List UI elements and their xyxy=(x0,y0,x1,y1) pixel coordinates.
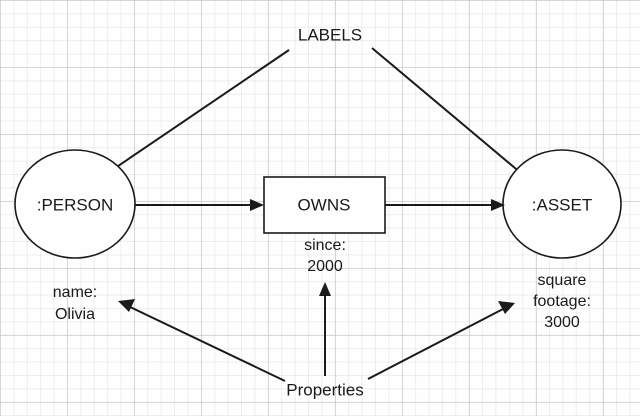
property-person-name-key: name: xyxy=(53,284,97,301)
labels-heading: LABELS xyxy=(298,25,362,44)
edge-properties-to-footage-line xyxy=(367,307,506,380)
edge-properties-to-name-arrowhead xyxy=(118,299,135,312)
edge-properties-to-name-line xyxy=(127,305,286,382)
node-asset-label: :ASSET xyxy=(532,195,592,214)
edge-properties-to-footage-arrowhead xyxy=(498,301,515,314)
node-owns-label: OWNS xyxy=(298,195,351,214)
edge-properties-to-name xyxy=(118,299,286,382)
edge-properties-to-since xyxy=(319,282,331,376)
edge-person-to-owns-arrowhead xyxy=(250,199,264,211)
edge-labels-to-person-line xyxy=(95,49,290,182)
edge-properties-to-footage xyxy=(367,301,515,380)
property-owns-since-value: 2000 xyxy=(307,258,343,275)
properties-heading: Properties xyxy=(286,380,363,399)
edge-person-to-owns xyxy=(135,199,264,211)
node-asset-shape[interactable] xyxy=(502,149,622,259)
property-asset-footage-key-line2: footage: xyxy=(533,293,591,310)
edge-labels-to-asset-line xyxy=(371,47,535,185)
edge-labels-to-asset xyxy=(371,47,541,190)
edge-properties-to-since-arrowhead xyxy=(319,282,331,296)
property-asset-footage-value: 3000 xyxy=(544,314,580,331)
node-person-label: :PERSON xyxy=(37,195,114,214)
property-person-name-value: Olivia xyxy=(55,306,95,323)
property-owns-since-key: since: xyxy=(304,237,346,254)
edge-owns-to-asset xyxy=(385,199,505,211)
edge-owns-to-asset-arrowhead xyxy=(491,199,505,211)
property-asset-footage-key-line1: square xyxy=(538,272,587,289)
